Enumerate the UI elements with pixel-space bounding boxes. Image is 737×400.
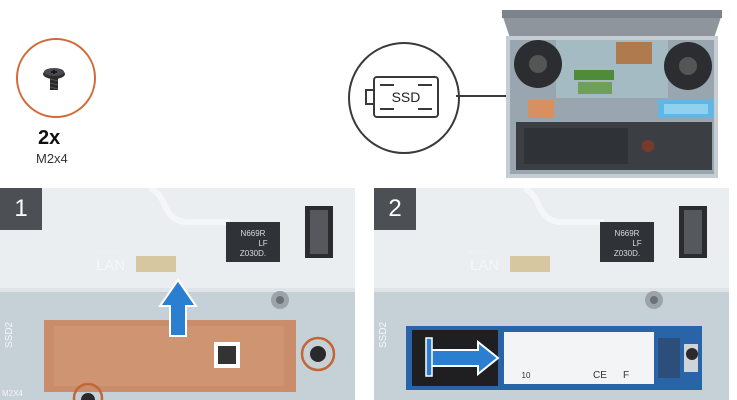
laptop-overview-image [498, 6, 726, 180]
ssd-callout: SSD [348, 42, 460, 154]
step-1-illustration: N669R LF Z030D. LAN VENDOR SSD2 M2X4 [0, 188, 355, 400]
screw-icon [43, 68, 65, 90]
ssd-callout-label: SSD [392, 89, 421, 105]
ssd-cert-mark-2: CE [593, 370, 607, 381]
screw-size: M2x4 [36, 151, 68, 166]
ssd-cert-mark-1: 10 [522, 371, 531, 380]
step-number: 2 [374, 188, 416, 230]
lan-label: LAN [470, 257, 499, 274]
screw-quantity: 2x [38, 127, 61, 149]
vendor-label: VENDOR [93, 250, 119, 256]
screw-callout [16, 38, 96, 118]
step-1-panel: 1 N669R LF Z030D. LAN VENDOR [0, 188, 355, 400]
chip-text-1: N669R [615, 229, 640, 238]
step-2-illustration: N669R LF Z030D. LAN VENDOR 10 CE F SSD2 [374, 188, 729, 400]
chip-text-1: N669R [241, 229, 266, 238]
screw-marking: M2X4 [2, 389, 23, 398]
ssd-slot-label: SSD2 [378, 321, 389, 348]
ssd-icon: SSD [365, 76, 439, 118]
chip-text-3: Z030D. [240, 249, 266, 258]
chip-text-2: LF [632, 239, 641, 248]
chip-text-3: Z030D. [614, 249, 640, 258]
step-number: 1 [0, 188, 42, 230]
chip-text-2: LF [258, 239, 267, 248]
ssd-cert-mark-3: F [623, 370, 629, 381]
lan-label: LAN [96, 257, 125, 274]
vendor-label: VENDOR [467, 250, 493, 256]
step-2-panel: 2 N669R LF Z030D. LAN VENDOR 10 CE F SSD… [374, 188, 729, 400]
ssd-slot-label: SSD2 [4, 321, 15, 348]
